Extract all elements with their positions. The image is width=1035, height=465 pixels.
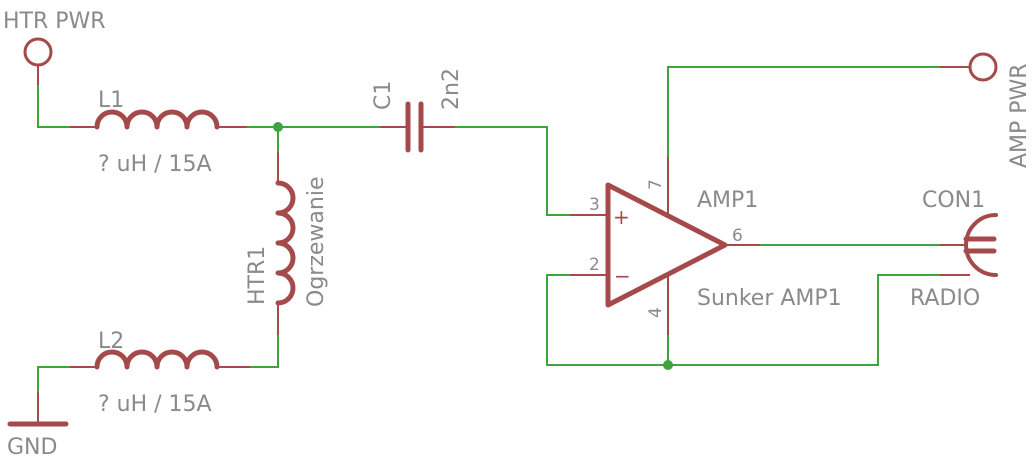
htr-pwr-symbol [23, 37, 53, 85]
capacitor-c1 [380, 101, 455, 153]
amp1-value: Sunker AMP1 [697, 286, 842, 311]
pin-4-label: 4 [646, 307, 666, 318]
htr1-value: Ogrzewanie [304, 177, 329, 307]
con1-value: RADIO [910, 286, 980, 311]
c1-name: C1 [371, 81, 396, 110]
opamp-minus-sign: − [614, 264, 631, 288]
wires [37, 66, 941, 393]
c1-value: 2n2 [439, 68, 464, 110]
l2-value: ? uH / 15A [98, 392, 212, 417]
amp-pwr-label: AMP PWR [1007, 63, 1032, 168]
junction-node-1 [273, 122, 283, 132]
l2-name: L2 [98, 329, 124, 354]
gnd-symbol [7, 392, 69, 427]
pin-6-label: 6 [732, 226, 743, 246]
junction-node-2 [663, 360, 673, 370]
heater-htr1 [275, 152, 296, 335]
radio-connector-con1 [940, 213, 998, 277]
opamp-amp1 [570, 157, 760, 335]
gnd-label: GND [7, 435, 57, 460]
pin-7-label: 7 [646, 179, 666, 190]
l1-name: L1 [98, 88, 124, 113]
wire-htr1-l2 [249, 334, 279, 368]
l1-value: ? uH / 15A [98, 152, 212, 177]
pin-2-label: 2 [589, 255, 600, 275]
con1-name: CON1 [922, 188, 985, 213]
wire-htrpwr-l1 [37, 84, 71, 128]
amp1-name: AMP1 [697, 188, 758, 213]
htr-pwr-label: HTR PWR [3, 9, 106, 34]
wire-c1-amp3 [454, 126, 571, 216]
opamp-plus-sign: + [613, 205, 630, 229]
wire-amppwr-amp7 [667, 66, 941, 158]
wire-amp2-bus [546, 274, 941, 366]
inductor-l2 [70, 349, 250, 370]
inductor-l1 [70, 109, 247, 130]
amp-pwr-symbol [940, 52, 998, 82]
pin-3-label: 3 [589, 195, 600, 215]
wire-l2-gnd [37, 366, 71, 393]
htr1-name: HTR1 [245, 246, 270, 305]
